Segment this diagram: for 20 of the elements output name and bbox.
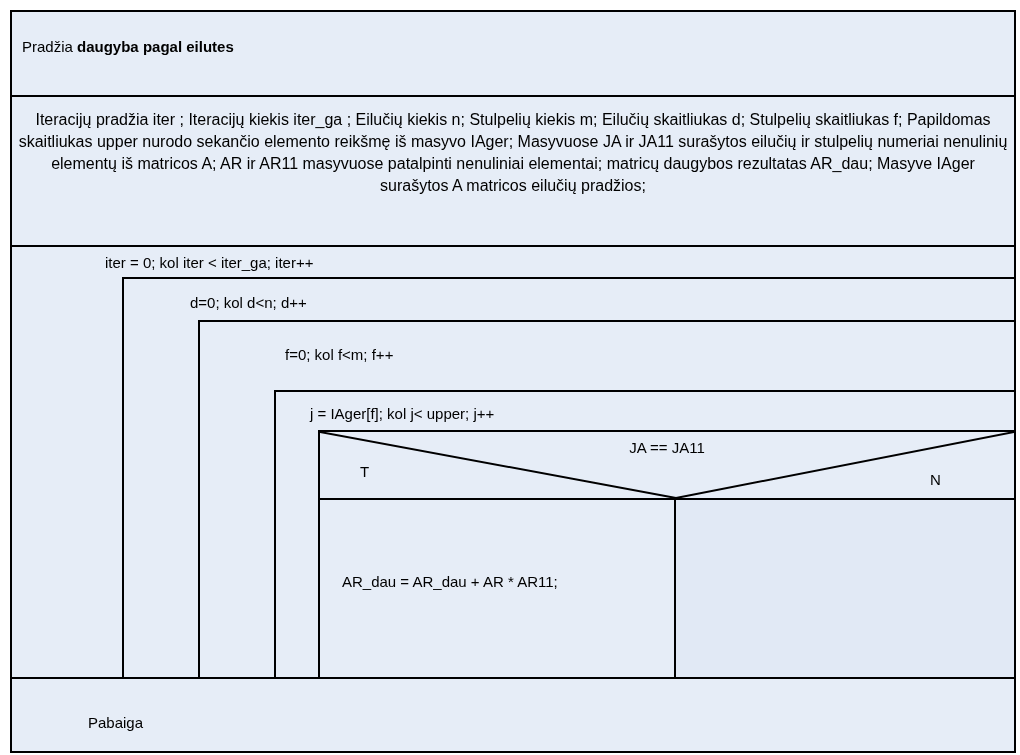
header-block [10, 10, 1016, 97]
loop-header: iter = 0; kol iter < iter_ga; iter++ [105, 253, 314, 272]
branch-label: N [930, 470, 941, 489]
loop-header: j = IAger[f]; kol j< upper; j++ [310, 404, 495, 423]
process-block [674, 498, 1016, 679]
loop-block [10, 245, 1016, 679]
title-text: Pradžia daugyba pagal eilutes [22, 37, 234, 56]
end-block [10, 677, 1016, 753]
condition-text: JA == JA11 [628, 438, 706, 457]
decision-block [318, 430, 1016, 500]
declaration-block [10, 95, 1016, 247]
loop-block [274, 390, 1016, 679]
end-text: Pabaiga [88, 713, 144, 732]
loop-header: f=0; kol f<m; f++ [285, 345, 394, 364]
loop-header: d=0; kol d<n; d++ [190, 293, 307, 312]
loop-block [198, 320, 1016, 679]
statement-text: AR_dau = AR_dau + AR * AR11; [342, 572, 558, 591]
branch-label: T [360, 462, 370, 481]
description-text: Iteracijų pradžia iter ; Iteracijų kiekis iter_ga ; Eilučių kiekis n; Stulpelių kiekis m; Eilučių skaitliukas d; Stulpelių skaitliukas f; Papildomas skaitliukas upper nurodo sekančio elemento reikšmę iš masyvo IAger; Masyvuose JA ir JA11 surašytos eilučių ir stulpelių numeriai nenulinių elementų iš matricos A; AR ir AR11 masyvuose patalpinti nenuliniai elementai; matricų daugybos rezultatas AR_dau; Masyve IAger surašytos A matricos eilučių pradžios; [18, 110, 1008, 196]
loop-block [122, 277, 1016, 679]
